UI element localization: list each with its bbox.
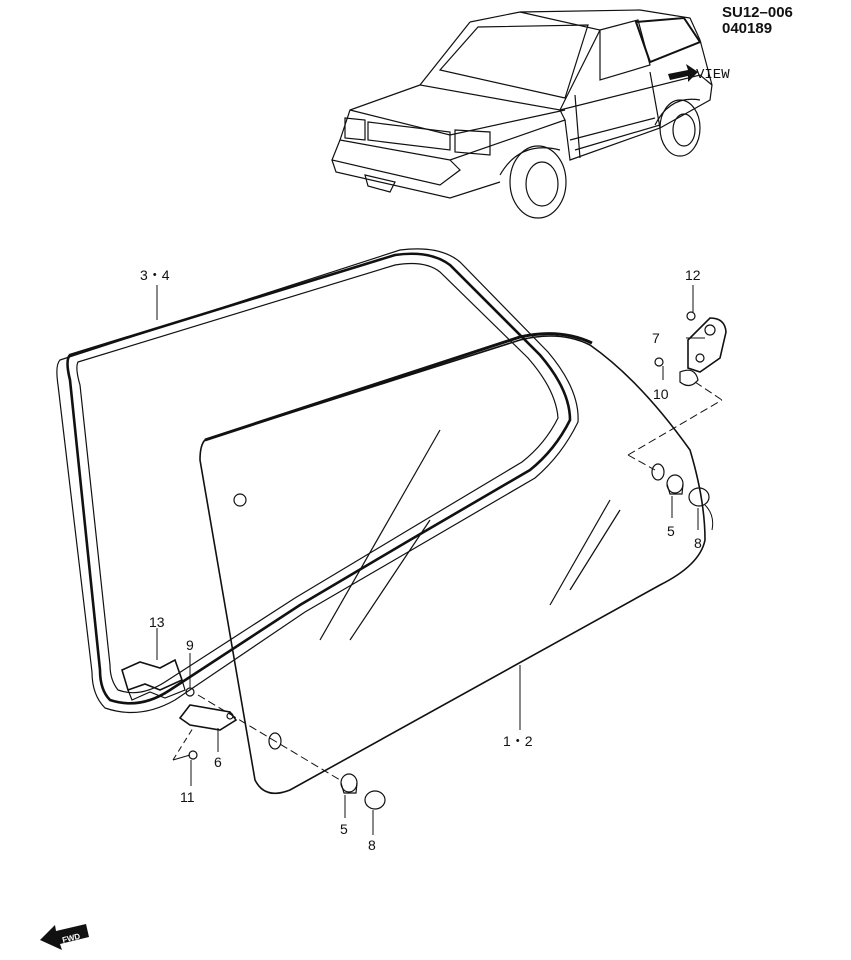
callout-13: 13 [149,614,165,630]
callout-8-right: 8 [694,535,702,551]
callout-9: 9 [186,637,194,653]
cap-8-bottom [364,790,386,810]
callout-5-bottom: 5 [340,821,348,837]
car-icon [331,9,713,219]
view-label: VIEW [696,67,730,83]
hinge-upper-part [654,311,727,387]
bushing-5-bottom [340,773,358,794]
bushing-5-right [666,474,684,495]
quarter-glass-part [199,332,706,795]
view-arrow-icon [668,64,698,82]
callout-5-right: 5 [667,523,675,539]
callout-3-4: 3・4 [140,267,170,283]
fwd-arrow-icon: FWD [40,924,89,950]
callout-7: 7 [652,330,660,346]
clip-13-part [121,658,186,701]
bracket-lower-part [178,687,238,760]
cap-8-right [688,487,710,507]
diagram-code-line1: SU12–006 [722,4,793,21]
callout-1-2: 1・2 [503,733,533,749]
weatherstrip-part [56,248,579,714]
diagram-code-line2: 040189 [722,20,772,37]
callout-12: 12 [685,267,701,283]
callout-10: 10 [653,386,669,402]
callout-6: 6 [214,754,222,770]
fwd-label: FWD [61,932,81,945]
callout-8-bottom: 8 [368,837,376,853]
callout-11: 11 [180,789,195,805]
leader-lines [156,285,723,835]
